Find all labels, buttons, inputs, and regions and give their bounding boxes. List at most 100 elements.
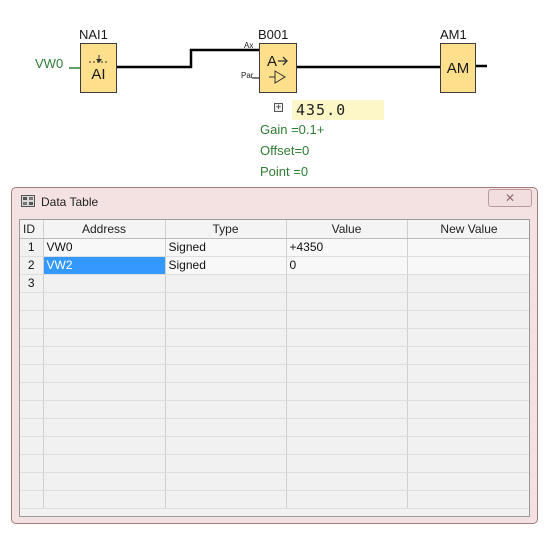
block-title-nai1: NAI1 xyxy=(79,27,108,42)
empty-cell[interactable] xyxy=(43,346,166,365)
empty-cell[interactable] xyxy=(43,292,166,311)
empty-cell[interactable] xyxy=(407,364,529,383)
empty-cell[interactable] xyxy=(43,400,166,419)
empty-cell[interactable] xyxy=(165,382,287,401)
empty-cell[interactable] xyxy=(43,472,166,491)
empty-cell[interactable] xyxy=(165,328,287,347)
empty-cell[interactable] xyxy=(165,436,287,455)
empty-cell[interactable] xyxy=(286,292,408,311)
window-title: Data Table xyxy=(41,195,99,209)
empty-cell[interactable] xyxy=(286,328,408,347)
empty-cell[interactable] xyxy=(407,418,529,437)
empty-table-row[interactable] xyxy=(20,310,529,329)
empty-cell[interactable] xyxy=(165,472,287,491)
empty-table-row[interactable] xyxy=(20,454,529,473)
empty-cell[interactable] xyxy=(407,346,529,365)
empty-cell[interactable] xyxy=(286,454,408,473)
empty-cell[interactable] xyxy=(286,436,408,455)
empty-cell[interactable] xyxy=(286,310,408,329)
block-b001[interactable]: A xyxy=(259,43,297,93)
table-row[interactable]: 1 VW0 Signed +4350 xyxy=(20,238,529,257)
param-gain: Gain =0.1+ xyxy=(260,122,325,137)
empty-cell[interactable] xyxy=(43,490,166,509)
block-symbol-b001: A xyxy=(266,52,277,70)
empty-cell[interactable] xyxy=(286,472,408,491)
empty-cell[interactable] xyxy=(43,436,166,455)
window-titlebar[interactable]: Data Table ✕ xyxy=(12,188,537,214)
empty-cell[interactable] xyxy=(286,346,408,365)
cell-new-value[interactable] xyxy=(407,238,529,257)
empty-cell[interactable] xyxy=(407,472,529,491)
empty-cell[interactable] xyxy=(165,310,287,329)
cell-type[interactable]: Signed xyxy=(165,256,287,275)
empty-cell[interactable] xyxy=(286,400,408,419)
empty-cell[interactable] xyxy=(286,418,408,437)
empty-table-row[interactable] xyxy=(20,328,529,347)
empty-table-row[interactable] xyxy=(20,346,529,365)
cell-type[interactable]: Signed xyxy=(165,238,287,257)
empty-cell xyxy=(20,364,44,383)
column-header-address[interactable]: Address xyxy=(43,220,166,239)
empty-table-row[interactable] xyxy=(20,472,529,491)
empty-cell[interactable] xyxy=(43,328,166,347)
empty-cell[interactable] xyxy=(407,400,529,419)
column-header-type[interactable]: Type xyxy=(165,220,287,239)
close-button[interactable]: ✕ xyxy=(488,189,532,207)
empty-cell[interactable] xyxy=(407,328,529,347)
empty-cell[interactable] xyxy=(165,454,287,473)
cell-address-selected[interactable]: VW2 xyxy=(43,256,166,275)
column-header-value[interactable]: Value xyxy=(286,220,408,239)
empty-cell[interactable] xyxy=(407,436,529,455)
block-nai1[interactable]: AI xyxy=(80,43,117,93)
table-row[interactable]: 2 VW2 Signed 0 xyxy=(20,256,529,275)
empty-cell[interactable] xyxy=(407,454,529,473)
empty-cell[interactable] xyxy=(407,292,529,311)
cell-value[interactable]: +4350 xyxy=(286,238,408,257)
column-header-id[interactable]: ID xyxy=(20,220,44,239)
empty-cell[interactable] xyxy=(407,310,529,329)
empty-cell[interactable] xyxy=(165,490,287,509)
empty-cell[interactable] xyxy=(165,400,287,419)
empty-cell xyxy=(20,454,44,473)
empty-cell[interactable] xyxy=(43,310,166,329)
expand-plus-icon[interactable]: + xyxy=(274,102,283,112)
pin-label-par: Par xyxy=(241,71,254,80)
empty-cell[interactable] xyxy=(286,490,408,509)
empty-cell xyxy=(20,436,44,455)
empty-table-row[interactable] xyxy=(20,490,529,509)
empty-cell[interactable] xyxy=(286,382,408,401)
empty-table-row[interactable] xyxy=(20,418,529,437)
table-row[interactable]: 3 xyxy=(20,274,529,293)
close-icon: ✕ xyxy=(504,191,516,205)
block-am1[interactable]: AM xyxy=(440,43,476,93)
empty-table-row[interactable] xyxy=(20,400,529,419)
empty-cell[interactable] xyxy=(43,364,166,383)
data-grid[interactable]: ID Address Type Value New Value 1 VW0 Si… xyxy=(19,219,530,517)
empty-cell[interactable] xyxy=(165,346,287,365)
empty-cell[interactable] xyxy=(165,364,287,383)
table-body: 1 VW0 Signed +4350 2 VW2 Signed 0 3 xyxy=(20,238,529,509)
empty-cell[interactable] xyxy=(407,490,529,509)
empty-table-row[interactable] xyxy=(20,364,529,383)
empty-cell[interactable] xyxy=(43,454,166,473)
empty-table-row[interactable] xyxy=(20,292,529,311)
empty-cell[interactable] xyxy=(165,292,287,311)
cell-address[interactable]: VW0 xyxy=(43,238,166,257)
empty-cell[interactable] xyxy=(43,382,166,401)
empty-cell xyxy=(20,400,44,419)
cell-new-value[interactable] xyxy=(407,256,529,275)
cell-address[interactable] xyxy=(43,274,166,293)
column-header-new-value[interactable]: New Value xyxy=(407,220,529,239)
empty-cell[interactable] xyxy=(407,382,529,401)
empty-cell[interactable] xyxy=(43,418,166,437)
empty-cell[interactable] xyxy=(286,364,408,383)
cell-value[interactable]: 0 xyxy=(286,256,408,275)
cell-new-value[interactable] xyxy=(407,274,529,293)
cell-value[interactable] xyxy=(286,274,408,293)
empty-table-row[interactable] xyxy=(20,382,529,401)
empty-cell xyxy=(20,346,44,365)
empty-table-row[interactable] xyxy=(20,436,529,455)
cell-type[interactable] xyxy=(165,274,287,293)
empty-cell[interactable] xyxy=(165,418,287,437)
block-symbol-am1: AM xyxy=(446,59,470,77)
